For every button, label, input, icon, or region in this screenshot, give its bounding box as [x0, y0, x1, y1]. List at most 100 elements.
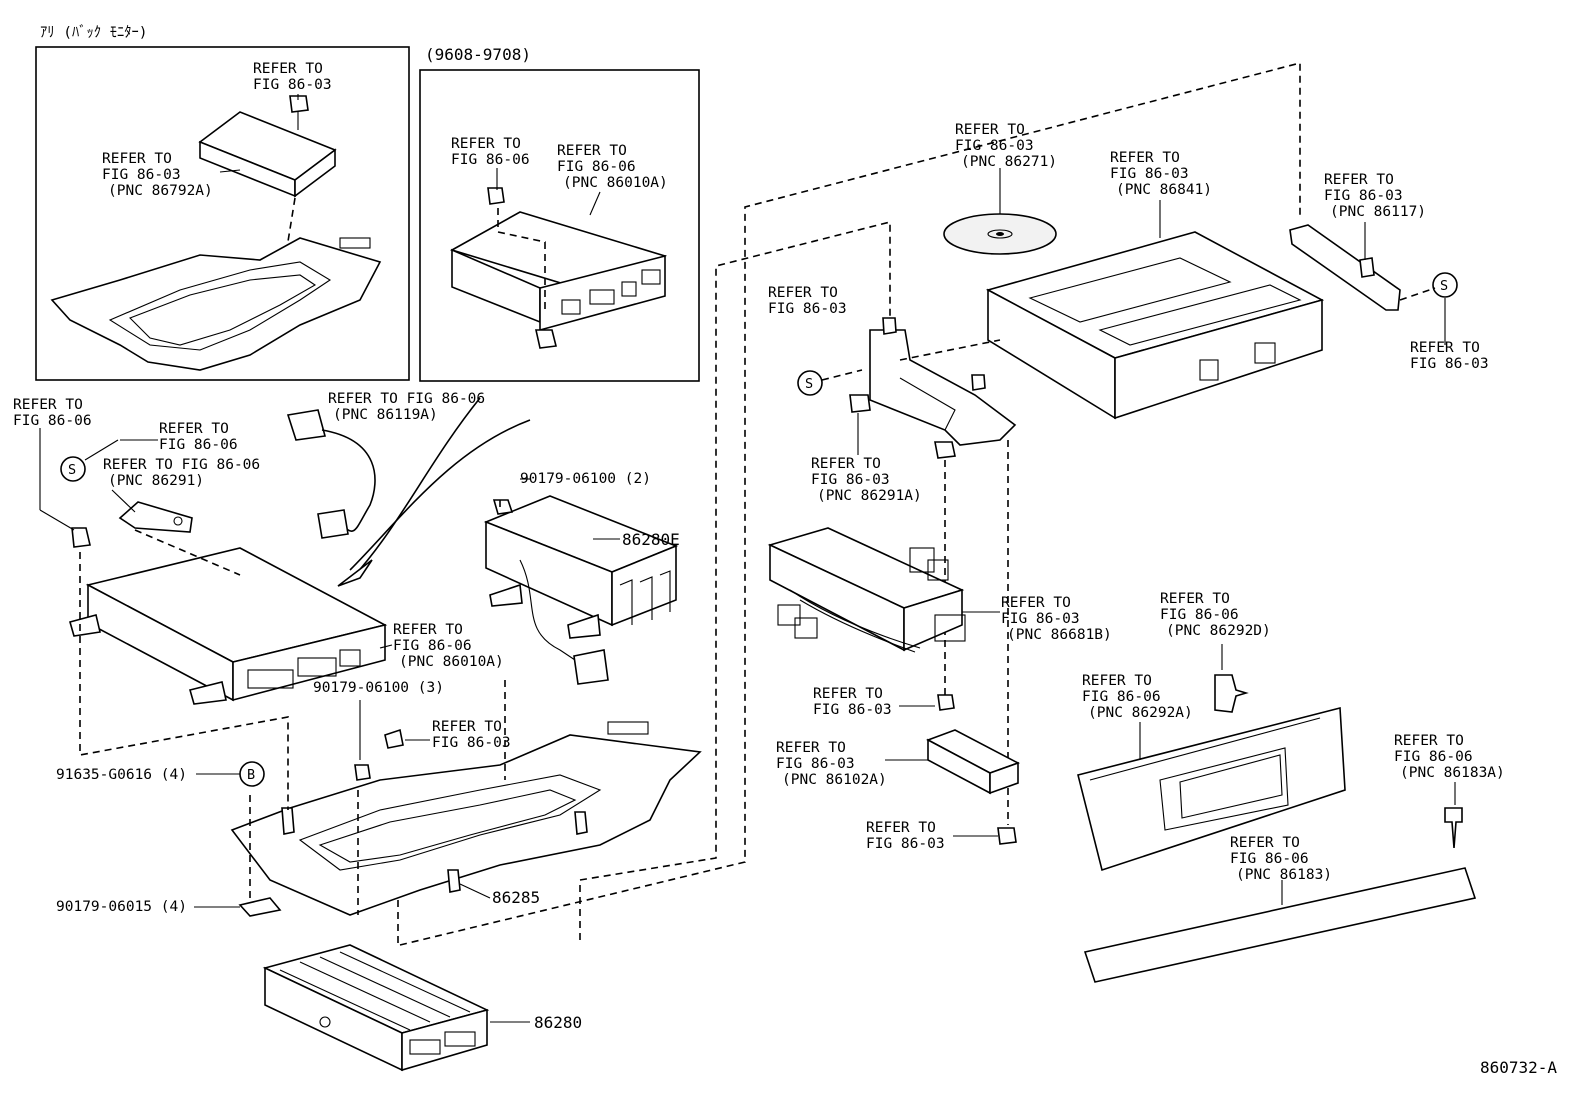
svg-text:REFER TO: REFER TO	[102, 151, 172, 167]
svg-text:FIG 86-03: FIG 86-03	[776, 756, 855, 772]
callout-4: REFER TO FIG 86-06 (PNC 86010A)	[557, 143, 668, 191]
inset-left-frame	[35, 46, 410, 381]
pn-bracket-86285: 86285	[492, 888, 540, 907]
svg-text:FIG 86-03: FIG 86-03	[432, 735, 511, 751]
svg-text:(PNC 86183A): (PNC 86183A)	[1400, 765, 1505, 781]
svg-text:FIG 86-03: FIG 86-03	[102, 167, 181, 183]
svg-text:(PNC 86291): (PNC 86291)	[108, 473, 204, 489]
svg-text:REFER TO: REFER TO	[866, 820, 936, 836]
callout-10: REFER TO FIG 86-03	[432, 719, 511, 751]
svg-text:REFER TO: REFER TO	[1410, 340, 1480, 356]
callout-23: REFER TO FIG 86-03	[866, 820, 945, 852]
svg-text:FIG 86-06: FIG 86-06	[1230, 851, 1309, 867]
cover-86183	[1083, 807, 1477, 983]
diagram-code: 860732-A	[1480, 1058, 1557, 1077]
callout-9: REFER TO FIG 86-06 (PNC 86010A)	[393, 622, 504, 670]
pn-clip: 90179-06015 (4)	[56, 899, 187, 915]
svg-text:FIG 86-06: FIG 86-06	[1160, 607, 1239, 623]
harness	[286, 397, 531, 587]
symbol-s-right: S	[1432, 272, 1458, 298]
svg-text:FIG 86-06: FIG 86-06	[557, 159, 636, 175]
svg-text:S: S	[68, 462, 76, 478]
svg-text:REFER TO: REFER TO	[1160, 591, 1230, 607]
bracket-86285	[230, 721, 702, 916]
sensor-86102a	[926, 694, 1020, 845]
svg-text:REFER TO FIG 86-06: REFER TO FIG 86-06	[328, 391, 485, 407]
svg-text:(PNC 86681B): (PNC 86681B)	[1007, 627, 1112, 643]
svg-text:(PNC 86291A): (PNC 86291A)	[817, 488, 922, 504]
svg-text:REFER TO: REFER TO	[159, 421, 229, 437]
pn-amp-86280e: 86280E	[622, 530, 680, 549]
svg-text:(PNC 86183): (PNC 86183)	[1236, 867, 1332, 883]
pn-nut-mid: 90179-06100 (3)	[313, 680, 444, 696]
module-86681b	[767, 527, 966, 653]
svg-text:FIG 86-06: FIG 86-06	[451, 152, 530, 168]
svg-text:REFER TO FIG 86-06: REFER TO FIG 86-06	[103, 457, 260, 473]
symbol-s-center: S	[797, 370, 823, 396]
svg-text:REFER TO: REFER TO	[955, 122, 1025, 138]
svg-text:(PNC 86841): (PNC 86841)	[1116, 182, 1212, 198]
callout-15: REFER TO FIG 86-03	[768, 285, 847, 317]
callout-1: REFER TO FIG 86-03	[253, 61, 332, 93]
svg-text:REFER TO: REFER TO	[776, 740, 846, 756]
callout-2: REFER TO FIG 86-03 (PNC 86792A)	[102, 151, 213, 199]
svg-text:REFER TO: REFER TO	[768, 285, 838, 301]
callout-8: REFER TO FIG 86-06 (PNC 86119A)	[328, 391, 485, 423]
inset-right-label: (9608-9708)	[425, 45, 531, 64]
svg-text:REFER TO: REFER TO	[1230, 835, 1300, 851]
svg-text:S: S	[1440, 278, 1448, 294]
callout-17: REFER TO FIG 86-03 (PNC 86681B)	[1001, 595, 1112, 643]
svg-text:(PNC 86010A): (PNC 86010A)	[563, 175, 668, 191]
svg-text:REFER TO: REFER TO	[1001, 595, 1071, 611]
svg-text:FIG 86-06: FIG 86-06	[13, 413, 92, 429]
svg-text:FIG 86-03: FIG 86-03	[1324, 188, 1403, 204]
svg-text:S: S	[805, 376, 813, 392]
svg-text:(PNC 86010A): (PNC 86010A)	[399, 654, 504, 670]
callout-14: REFER TO FIG 86-03	[1410, 340, 1489, 372]
callout-24: REFER TO FIG 86-06 (PNC 86183)	[1230, 835, 1332, 883]
main-ecu	[69, 547, 388, 705]
callout-21: REFER TO FIG 86-03 (PNC 86102A)	[776, 740, 887, 788]
callout-20: REFER TO FIG 86-06 (PNC 86292A)	[1082, 673, 1193, 721]
amp-86280e	[483, 495, 679, 685]
svg-text:REFER TO: REFER TO	[1110, 150, 1180, 166]
left-bracket	[71, 501, 193, 548]
fasteners-left	[238, 728, 404, 917]
svg-text:FIG 86-03: FIG 86-03	[811, 472, 890, 488]
svg-text:REFER TO: REFER TO	[813, 686, 883, 702]
symbol-s-left: S	[60, 456, 86, 482]
callout-7: REFER TO FIG 86-06 (PNC 86291)	[103, 457, 260, 489]
svg-text:FIG 86-03: FIG 86-03	[768, 301, 847, 317]
svg-text:(PNC 86119A): (PNC 86119A)	[333, 407, 438, 423]
svg-text:FIG 86-03: FIG 86-03	[1001, 611, 1080, 627]
inset-left-label: ｱﾘ (ﾊﾞｯｸ ﾓﾆﾀｰ)	[40, 24, 147, 41]
svg-text:FIG 86-06: FIG 86-06	[1394, 749, 1473, 765]
callout-5: REFER TO FIG 86-06	[13, 397, 92, 429]
svg-text:REFER TO: REFER TO	[811, 456, 881, 472]
svg-text:(PNC 86292A): (PNC 86292A)	[1088, 705, 1193, 721]
inset-right-ecu	[449, 187, 668, 349]
pn-bolt-b: 91635-G0616 (4)	[56, 767, 187, 783]
inset-right-frame	[419, 69, 700, 382]
callout-6: REFER TO FIG 86-06	[159, 421, 238, 453]
svg-text:REFER TO: REFER TO	[557, 143, 627, 159]
svg-text:(PNC 86792A): (PNC 86792A)	[108, 183, 213, 199]
leader-lines	[39, 94, 1456, 1023]
svg-text:(PNC 86271): (PNC 86271)	[961, 154, 1057, 170]
svg-text:(PNC 86102A): (PNC 86102A)	[782, 772, 887, 788]
pn-nut-top: 90179-06100 (2)	[520, 471, 651, 487]
right-side-bracket	[1289, 224, 1436, 311]
svg-text:FIG 86-03: FIG 86-03	[866, 836, 945, 852]
callout-22: REFER TO FIG 86-06 (PNC 86183A)	[1394, 733, 1505, 781]
amp-86280	[262, 944, 490, 1072]
svg-text:(PNC 86117): (PNC 86117)	[1330, 204, 1426, 220]
pn-amp-86280: 86280	[534, 1013, 582, 1032]
svg-text:REFER TO: REFER TO	[393, 622, 463, 638]
svg-text:REFER TO: REFER TO	[253, 61, 323, 77]
inset-left-bracket	[50, 237, 382, 371]
callout-18: REFER TO FIG 86-06 (PNC 86292D)	[1160, 591, 1271, 639]
svg-text:FIG 86-03: FIG 86-03	[1110, 166, 1189, 182]
svg-text:FIG 86-06: FIG 86-06	[393, 638, 472, 654]
